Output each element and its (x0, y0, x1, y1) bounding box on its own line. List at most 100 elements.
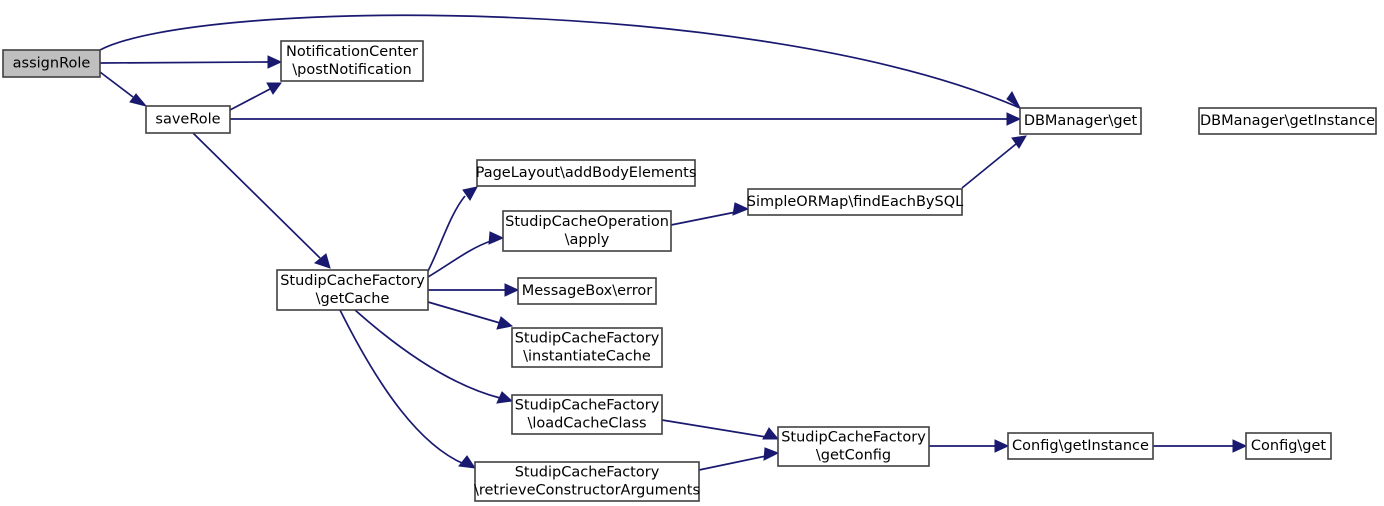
call-edge (229, 82, 282, 111)
graph-node-messageBoxError[interactable]: MessageBox\error (517, 277, 657, 305)
edge-line (698, 455, 767, 471)
graph-node-assignRole[interactable]: assignRole (2, 49, 101, 78)
graph-node-studipCacheFactoryGetConfig[interactable]: StudipCacheFactory \getConfig (777, 426, 930, 467)
arrowhead-icon (267, 55, 283, 69)
call-edge (339, 309, 477, 469)
edge-line (427, 301, 501, 324)
node-box[interactable] (1007, 432, 1154, 460)
edge-line (427, 195, 466, 272)
node-box[interactable] (1198, 107, 1377, 135)
node-label: saveRole (155, 112, 220, 128)
arrowhead-icon (994, 439, 1010, 453)
node-label: StudipCacheFactory (515, 398, 660, 414)
edge-line (354, 309, 501, 399)
call-edge (661, 419, 780, 440)
graph-node-configGetInstance[interactable]: Config\getInstance (1007, 432, 1154, 460)
graph-node-dbManagerGetInstance[interactable]: DBManager\getInstance (1198, 107, 1377, 135)
node-box[interactable] (280, 40, 424, 82)
graph-node-studipCacheFactoryRetrieveConstructorArguments[interactable]: StudipCacheFactory \retrieveConstructorAr… (474, 461, 700, 502)
call-edge (230, 112, 1022, 126)
node-label: Config\getInstance (1012, 438, 1149, 454)
edge-line (229, 88, 271, 111)
graph-node-studipCacheFactoryLoadCacheClass[interactable]: StudipCacheFactory \loadCacheClass (511, 394, 663, 435)
node-box[interactable] (2, 49, 101, 78)
node-box[interactable] (145, 105, 231, 134)
node-label: \retrieveConstructorArguments (474, 483, 700, 499)
node-label: assignRole (13, 56, 91, 72)
node-box[interactable] (1019, 107, 1142, 135)
node-box[interactable] (476, 159, 696, 187)
node-box[interactable] (474, 461, 700, 502)
arrowhead-icon (488, 231, 505, 245)
graph-node-studipCacheOperationApply[interactable]: StudipCacheOperation \apply (502, 210, 672, 252)
graph-node-studipCacheFactoryInstantiateCache[interactable]: StudipCacheFactory \instantiateCache (511, 327, 663, 368)
node-box[interactable] (511, 394, 663, 435)
node-box[interactable] (777, 426, 930, 467)
edge-line (99, 14, 1021, 109)
arrowhead-icon (762, 427, 780, 440)
call-edge (427, 301, 514, 330)
call-edge (99, 71, 148, 107)
graph-node-saveRole[interactable]: saveRole (145, 105, 231, 134)
node-box[interactable] (502, 210, 672, 252)
node-label: DBManager\getInstance (1200, 113, 1375, 129)
node-label: SimpleORMap\findEachBySQL (747, 194, 963, 210)
edge-line (427, 240, 492, 278)
node-box[interactable] (511, 327, 663, 368)
call-edge (929, 439, 1010, 453)
call-edge (99, 14, 1021, 109)
node-label: \instantiateCache (523, 349, 651, 365)
arrowhead-icon (504, 283, 520, 297)
call-edge (961, 135, 1027, 189)
node-label: DBManager\get (1024, 113, 1138, 129)
graph-node-pageLayoutAddBodyElements[interactable]: PageLayout\addBodyElements (476, 159, 697, 187)
node-label: \loadCacheClass (527, 416, 646, 432)
call-edge (354, 309, 514, 404)
edge-line (339, 309, 465, 465)
arrowhead-icon (1011, 135, 1027, 149)
node-label: StudipCacheFactory (515, 331, 660, 347)
edge-line (670, 211, 737, 226)
node-label: StudipCacheOperation (505, 214, 669, 230)
node-label: StudipCacheFactory (781, 430, 926, 446)
call-edge (99, 55, 283, 69)
arrowhead-icon (1232, 439, 1248, 453)
edge-line (99, 71, 134, 98)
arrowhead-icon (313, 253, 331, 269)
node-box[interactable] (1245, 432, 1332, 460)
graph-node-simpleOrMapFindEachBySql[interactable]: SimpleORMap\findEachBySQL (747, 188, 963, 216)
graph-node-configGet[interactable]: Config\get (1245, 432, 1332, 460)
arrowhead-icon (496, 316, 514, 330)
arrowhead-icon (462, 186, 478, 201)
graph-node-dbManagerGet[interactable]: DBManager\get (1019, 107, 1142, 135)
call-edge (427, 231, 505, 278)
node-label: \apply (565, 232, 610, 248)
arrowhead-icon (496, 391, 514, 404)
node-label: StudipCacheFactory (515, 465, 660, 481)
arrowhead-icon (129, 93, 148, 107)
call-edge (428, 283, 520, 297)
graph-node-notificationCenterPostNotification[interactable]: NotificationCenter \postNotification (280, 40, 424, 82)
node-label: \getConfig (816, 448, 891, 464)
call-edge (670, 202, 750, 226)
arrowhead-icon (458, 455, 477, 469)
node-box[interactable] (747, 188, 963, 216)
call-edge (427, 186, 478, 272)
call-edge (192, 132, 331, 269)
arrowhead-icon (732, 202, 750, 216)
edge-layer (99, 14, 1248, 471)
edge-line (661, 419, 767, 438)
node-box[interactable] (517, 277, 657, 305)
arrowhead-icon (763, 447, 780, 461)
call-edge (1153, 439, 1248, 453)
node-box[interactable] (276, 269, 429, 311)
node-layer: assignRole saveRole NotificationCenter \pos… (2, 40, 1377, 502)
node-label: NotificationCenter (286, 44, 418, 60)
arrowhead-icon (1006, 112, 1022, 126)
graph-node-studipCacheFactoryGetCache[interactable]: StudipCacheFactory\getCache (276, 269, 429, 311)
arrowhead-icon (1006, 91, 1021, 109)
node-label: \postNotification (292, 62, 411, 78)
call-edge (698, 447, 780, 471)
